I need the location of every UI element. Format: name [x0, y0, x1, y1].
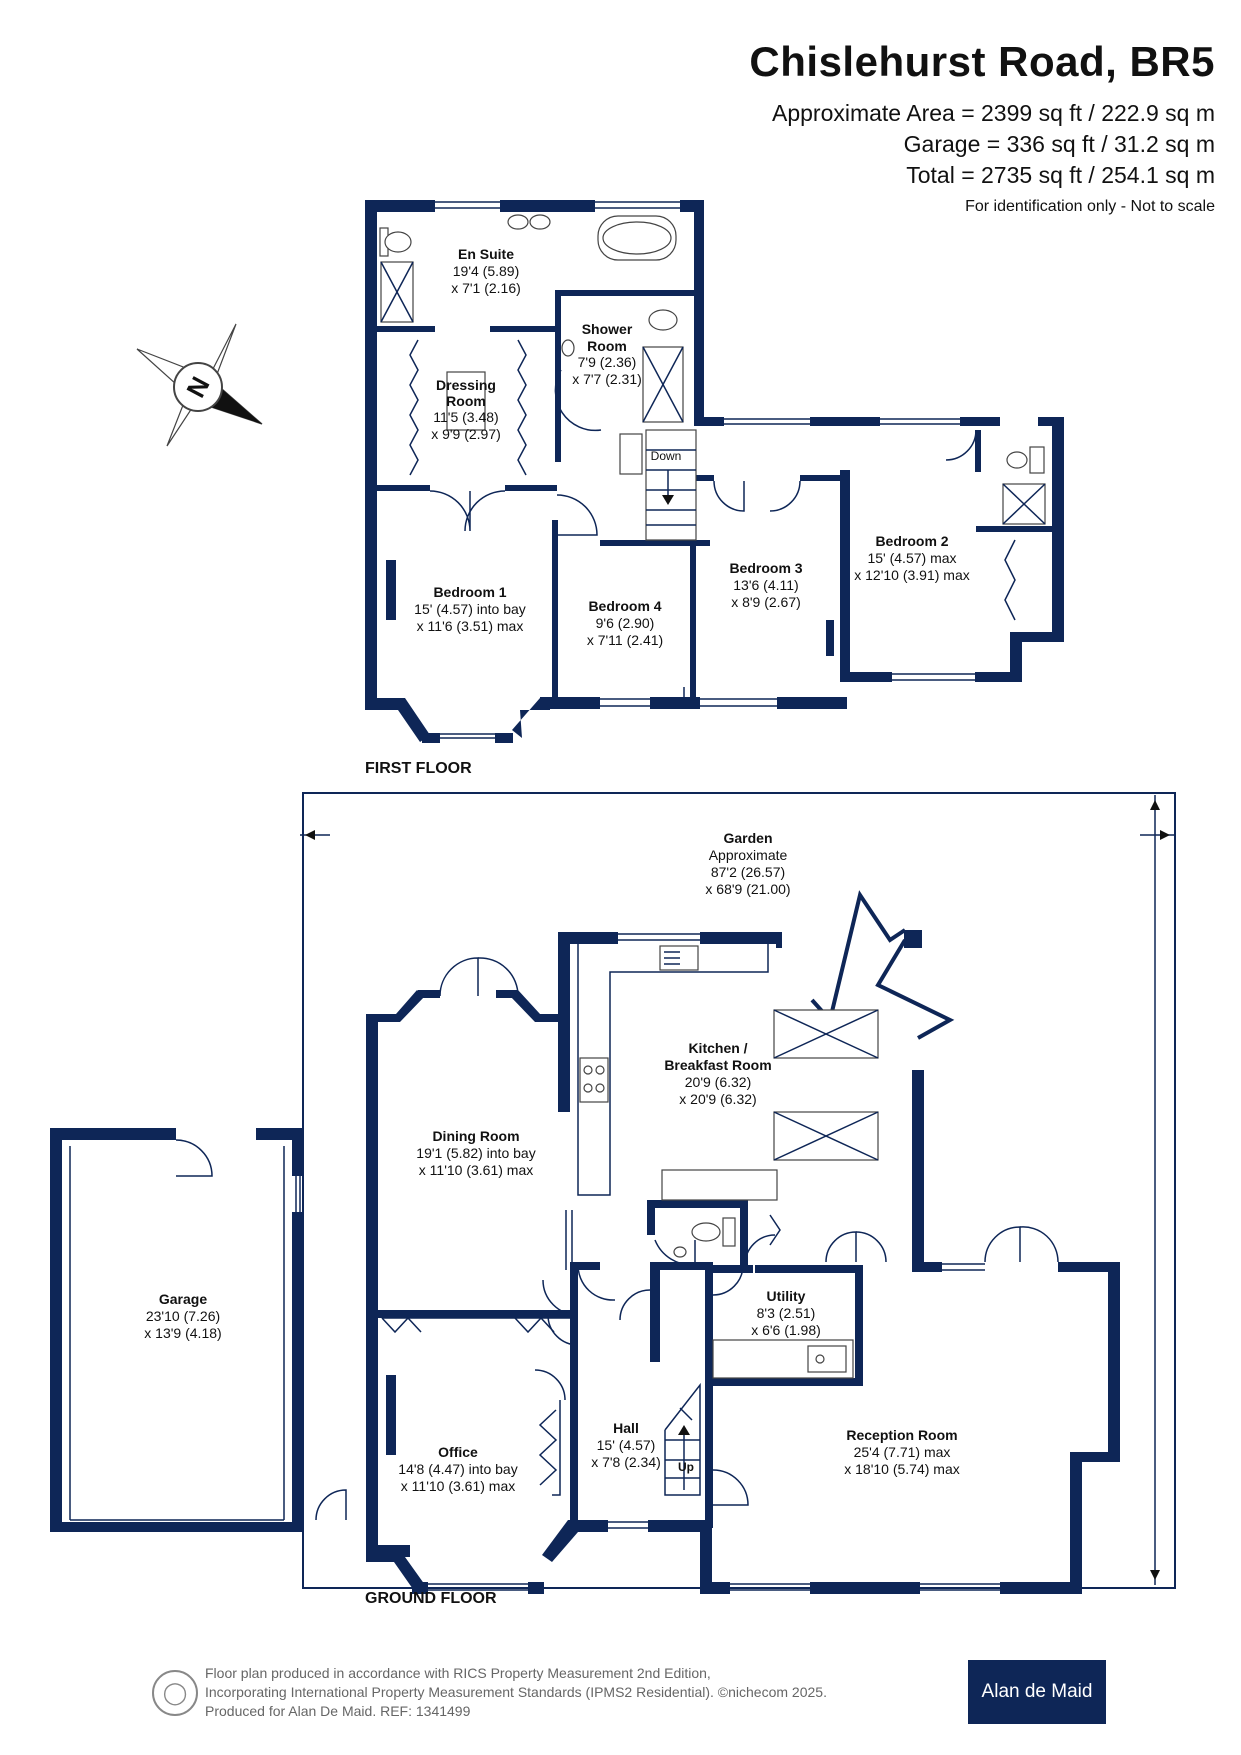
- room-label-kitchen: Kitchen / Breakfast Room 20'9 (6.32) x 2…: [664, 1040, 771, 1107]
- room-label-bedroom-2: Bedroom 2 15' (4.57) max x 12'10 (3.91) …: [854, 533, 970, 583]
- ground-floor-label: GROUND FLOOR: [365, 1590, 497, 1607]
- page-title: Chislehurst Road, BR5: [749, 38, 1215, 85]
- svg-text:Bedroom 4: Bedroom 4: [588, 598, 661, 614]
- room-label-utility: Utility 8'3 (2.51) x 6'6 (1.98): [751, 1288, 821, 1338]
- svg-text:9'6 (2.90): 9'6 (2.90): [596, 615, 655, 631]
- svg-text:Garage: Garage: [159, 1291, 207, 1307]
- room-label-bedroom-1: Bedroom 1 15' (4.57) into bay x 11'6 (3.…: [414, 584, 526, 634]
- total-area: Total = 2735 sq ft / 254.1 sq m: [906, 162, 1215, 188]
- compass-icon: N: [136, 323, 263, 447]
- room-label-dressing-room: Dressing Room 11'5 (3.48) x 9'9 (2.97): [431, 377, 501, 442]
- room-label-shower-room: Shower Room 7'9 (2.36) x 7'7 (2.31): [572, 321, 642, 387]
- footer-line-3: Produced for Alan De Maid. REF: 1341499: [205, 1703, 471, 1719]
- svg-text:x 6'6 (1.98): x 6'6 (1.98): [751, 1322, 821, 1338]
- svg-text:x 20'9 (6.32): x 20'9 (6.32): [679, 1091, 756, 1107]
- svg-text:x 13'9 (4.18): x 13'9 (4.18): [144, 1325, 221, 1341]
- first-floor-label: FIRST FLOOR: [365, 760, 472, 777]
- room-label-office: Office 14'8 (4.47) into bay x 11'10 (3.6…: [398, 1444, 517, 1494]
- brand-logo: Alan de Maid: [968, 1660, 1106, 1724]
- ipms-info-icon: ◯: [152, 1670, 198, 1716]
- svg-text:Breakfast Room: Breakfast Room: [664, 1057, 771, 1073]
- svg-text:8'3 (2.51): 8'3 (2.51): [757, 1305, 816, 1321]
- room-label-dining-room: Dining Room 19'1 (5.82) into bay x 11'10…: [416, 1128, 535, 1178]
- first-floor-plan: [365, 200, 1064, 743]
- svg-text:x 11'10 (3.61) max: x 11'10 (3.61) max: [419, 1162, 533, 1178]
- svg-text:7'9 (2.36): 7'9 (2.36): [578, 354, 637, 370]
- svg-text:x 7'7 (2.31): x 7'7 (2.31): [572, 371, 642, 387]
- svg-text:Approximate: Approximate: [709, 847, 788, 863]
- svg-text:Dining Room: Dining Room: [432, 1128, 519, 1144]
- svg-text:x 11'6 (3.51) max: x 11'6 (3.51) max: [417, 618, 524, 634]
- svg-text:87'2 (26.57): 87'2 (26.57): [711, 864, 785, 880]
- svg-text:11'5 (3.48): 11'5 (3.48): [433, 409, 498, 425]
- garage-area: Garage = 336 sq ft / 31.2 sq m: [903, 131, 1215, 157]
- svg-text:Room: Room: [446, 393, 486, 409]
- room-label-hall: Hall 15' (4.57) x 7'8 (2.34): [591, 1420, 661, 1470]
- svg-text:Bedroom 3: Bedroom 3: [729, 560, 802, 576]
- svg-text:Bedroom 1: Bedroom 1: [433, 584, 506, 600]
- svg-text:Hall: Hall: [613, 1420, 639, 1436]
- svg-text:Shower: Shower: [582, 321, 633, 337]
- svg-text:x 18'10 (5.74) max: x 18'10 (5.74) max: [844, 1461, 960, 1477]
- room-label-reception-room: Reception Room 25'4 (7.71) max x 18'10 (…: [844, 1427, 960, 1477]
- svg-text:19'4 (5.89): 19'4 (5.89): [453, 263, 520, 279]
- room-label-garage: Garage 23'10 (7.26) x 13'9 (4.18): [144, 1291, 221, 1341]
- svg-text:Bedroom 2: Bedroom 2: [875, 533, 948, 549]
- footer-line-2: Incorporating International Property Mea…: [205, 1684, 827, 1700]
- svg-text:x 68'9 (21.00): x 68'9 (21.00): [705, 881, 790, 897]
- svg-text:x 7'11 (2.41): x 7'11 (2.41): [587, 632, 663, 648]
- svg-text:Reception Room: Reception Room: [846, 1427, 957, 1443]
- svg-text:14'8 (4.47) into bay: 14'8 (4.47) into bay: [398, 1461, 517, 1477]
- svg-text:Kitchen /: Kitchen /: [688, 1040, 747, 1056]
- svg-text:x 7'8 (2.34): x 7'8 (2.34): [591, 1454, 661, 1470]
- room-label-garden: Garden Approximate 87'2 (26.57) x 68'9 (…: [705, 830, 790, 897]
- svg-text:19'1 (5.82) into bay: 19'1 (5.82) into bay: [416, 1145, 535, 1161]
- footer-line-1: Floor plan produced in accordance with R…: [205, 1665, 711, 1681]
- stairs-up-label: Up: [678, 1460, 694, 1474]
- svg-text:23'10 (7.26): 23'10 (7.26): [146, 1308, 220, 1324]
- svg-text:15' (4.57) max: 15' (4.57) max: [867, 550, 956, 566]
- svg-text:Office: Office: [438, 1444, 478, 1460]
- approximate-area: Approximate Area = 2399 sq ft / 222.9 sq…: [771, 100, 1215, 126]
- svg-text:Garden: Garden: [723, 830, 772, 846]
- footer-text: Floor plan produced in accordance with R…: [205, 1664, 827, 1721]
- svg-text:20'9 (6.32): 20'9 (6.32): [685, 1074, 752, 1090]
- svg-text:En Suite: En Suite: [458, 246, 514, 262]
- disclaimer-note: For identification only - Not to scale: [965, 198, 1215, 215]
- svg-text:Room: Room: [587, 338, 627, 354]
- room-label-bedroom-3: Bedroom 3 13'6 (4.11) x 8'9 (2.67): [729, 560, 802, 610]
- ground-floor-plan: [50, 792, 1176, 1594]
- svg-text:x 12'10 (3.91) max: x 12'10 (3.91) max: [854, 567, 970, 583]
- svg-text:x 9'9 (2.97): x 9'9 (2.97): [431, 426, 501, 442]
- svg-text:x 11'10 (3.61) max: x 11'10 (3.61) max: [401, 1478, 515, 1494]
- stairs-down-label: Down: [651, 449, 682, 463]
- svg-text:13'6 (4.11): 13'6 (4.11): [733, 577, 798, 593]
- svg-text:15' (4.57) into bay: 15' (4.57) into bay: [414, 601, 526, 617]
- svg-text:x 8'9 (2.67): x 8'9 (2.67): [731, 594, 801, 610]
- svg-text:x 7'1 (2.16): x 7'1 (2.16): [451, 280, 521, 296]
- svg-text:25'4 (7.71) max: 25'4 (7.71) max: [854, 1444, 951, 1460]
- room-label-en-suite: En Suite 19'4 (5.89) x 7'1 (2.16): [451, 246, 521, 296]
- room-label-bedroom-4: Bedroom 4 9'6 (2.90) x 7'11 (2.41): [587, 598, 663, 648]
- svg-text:15' (4.57): 15' (4.57): [597, 1437, 656, 1453]
- svg-text:Dressing: Dressing: [436, 377, 496, 393]
- svg-text:Utility: Utility: [767, 1288, 806, 1304]
